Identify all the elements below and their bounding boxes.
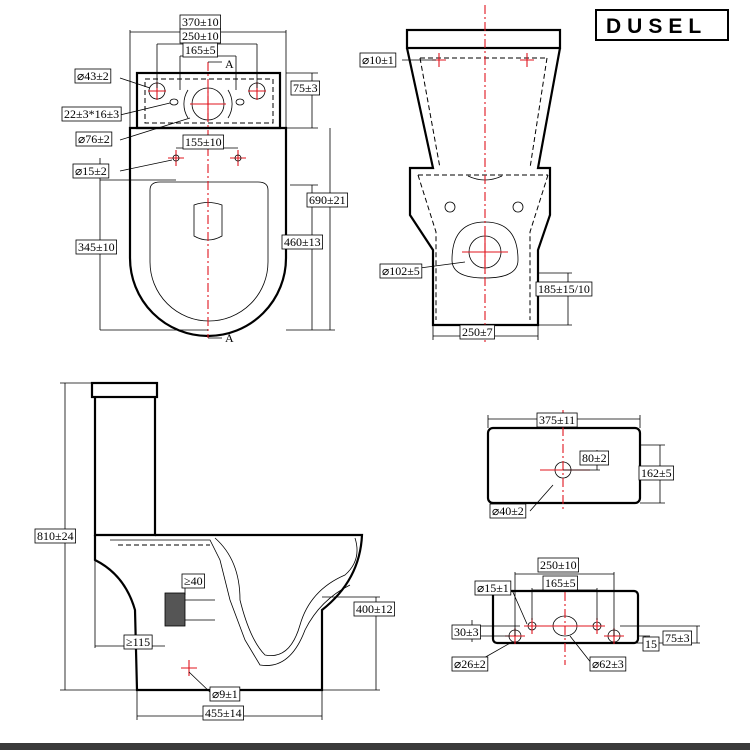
label-box: [451, 624, 481, 640]
side-view: [60, 381, 380, 720]
tank-base-detail: [470, 572, 700, 665]
bottom-bar: [0, 743, 750, 750]
label-box: [182, 134, 224, 150]
brand-logo: DUSEL: [595, 9, 729, 41]
label-box: [359, 52, 397, 68]
label: ⌀62±3: [592, 657, 624, 671]
label: ⌀9±1: [212, 687, 238, 701]
label: 75±3: [665, 631, 690, 645]
label-box: [638, 465, 674, 481]
label: 400±12: [356, 602, 393, 616]
label: 810±24: [37, 529, 74, 543]
label: ≥115: [126, 635, 150, 649]
label: 250±10: [182, 29, 219, 43]
section-mark: A: [225, 331, 234, 345]
front-view: [402, 5, 572, 345]
label-box: [542, 575, 578, 591]
label-box: [451, 656, 489, 672]
label-box: [536, 412, 578, 428]
label: 15: [645, 637, 657, 651]
label: 345±10: [78, 240, 115, 254]
label: 165±5: [185, 43, 216, 57]
label-box: [353, 601, 395, 617]
label: 375±11: [539, 413, 575, 427]
label: ⌀26±2: [454, 657, 486, 671]
label: 162±5: [641, 466, 672, 480]
label-box: [181, 573, 205, 589]
label: ⌀40±2: [492, 504, 524, 518]
label-box: [459, 324, 495, 340]
svg-text:DUSEL: DUSEL: [606, 15, 707, 38]
label: 155±10: [185, 135, 222, 149]
label-box: [123, 634, 153, 650]
label: 250±7: [462, 325, 493, 339]
label-box: [379, 263, 423, 279]
label-box: [75, 239, 117, 255]
label-box: [535, 281, 593, 297]
label: ⌀102±5: [382, 264, 420, 278]
label-box: [61, 106, 122, 122]
label-box: [474, 580, 512, 596]
dimension-labels: 370±10 250±10 165±5 A A ⌀43±2 22±3*16±3 …: [34, 14, 692, 721]
label: 185±15/10: [538, 282, 590, 296]
label: 455±14: [205, 706, 242, 720]
label: 165±5: [545, 576, 576, 590]
floor-flange: [164, 592, 186, 627]
label-box: [202, 705, 244, 721]
label: 690±21: [309, 193, 346, 207]
label-box: [209, 686, 241, 702]
label: 75±3: [293, 81, 318, 95]
label: ⌀15±1: [477, 581, 509, 595]
label-box: [75, 131, 113, 147]
label: 22±3*16±3: [64, 107, 119, 121]
label-box: [72, 163, 110, 179]
label: 30±3: [454, 625, 479, 639]
label-box: [290, 80, 320, 96]
label: ⌀43±2: [77, 69, 109, 83]
label-box: [306, 192, 348, 208]
label: 460±13: [284, 235, 321, 249]
label: ≥40: [184, 574, 203, 588]
label: ⌀15±2: [75, 164, 107, 178]
label: 80±2: [582, 451, 607, 465]
section-mark: A: [225, 57, 234, 71]
label-box: [34, 528, 76, 544]
label: ⌀76±2: [78, 132, 110, 146]
label: ⌀10±1: [362, 53, 394, 67]
label-box: [74, 68, 112, 84]
label-box: [662, 630, 692, 646]
label-box: [589, 656, 627, 672]
top-view: [99, 30, 335, 339]
label-box: [182, 42, 218, 58]
label-box: [281, 234, 323, 250]
label: 370±10: [182, 15, 219, 29]
label-box: [579, 450, 609, 466]
label-box: [537, 557, 579, 573]
label-box: [642, 636, 660, 652]
label: 250±10: [540, 558, 577, 572]
label-box: [489, 503, 527, 519]
